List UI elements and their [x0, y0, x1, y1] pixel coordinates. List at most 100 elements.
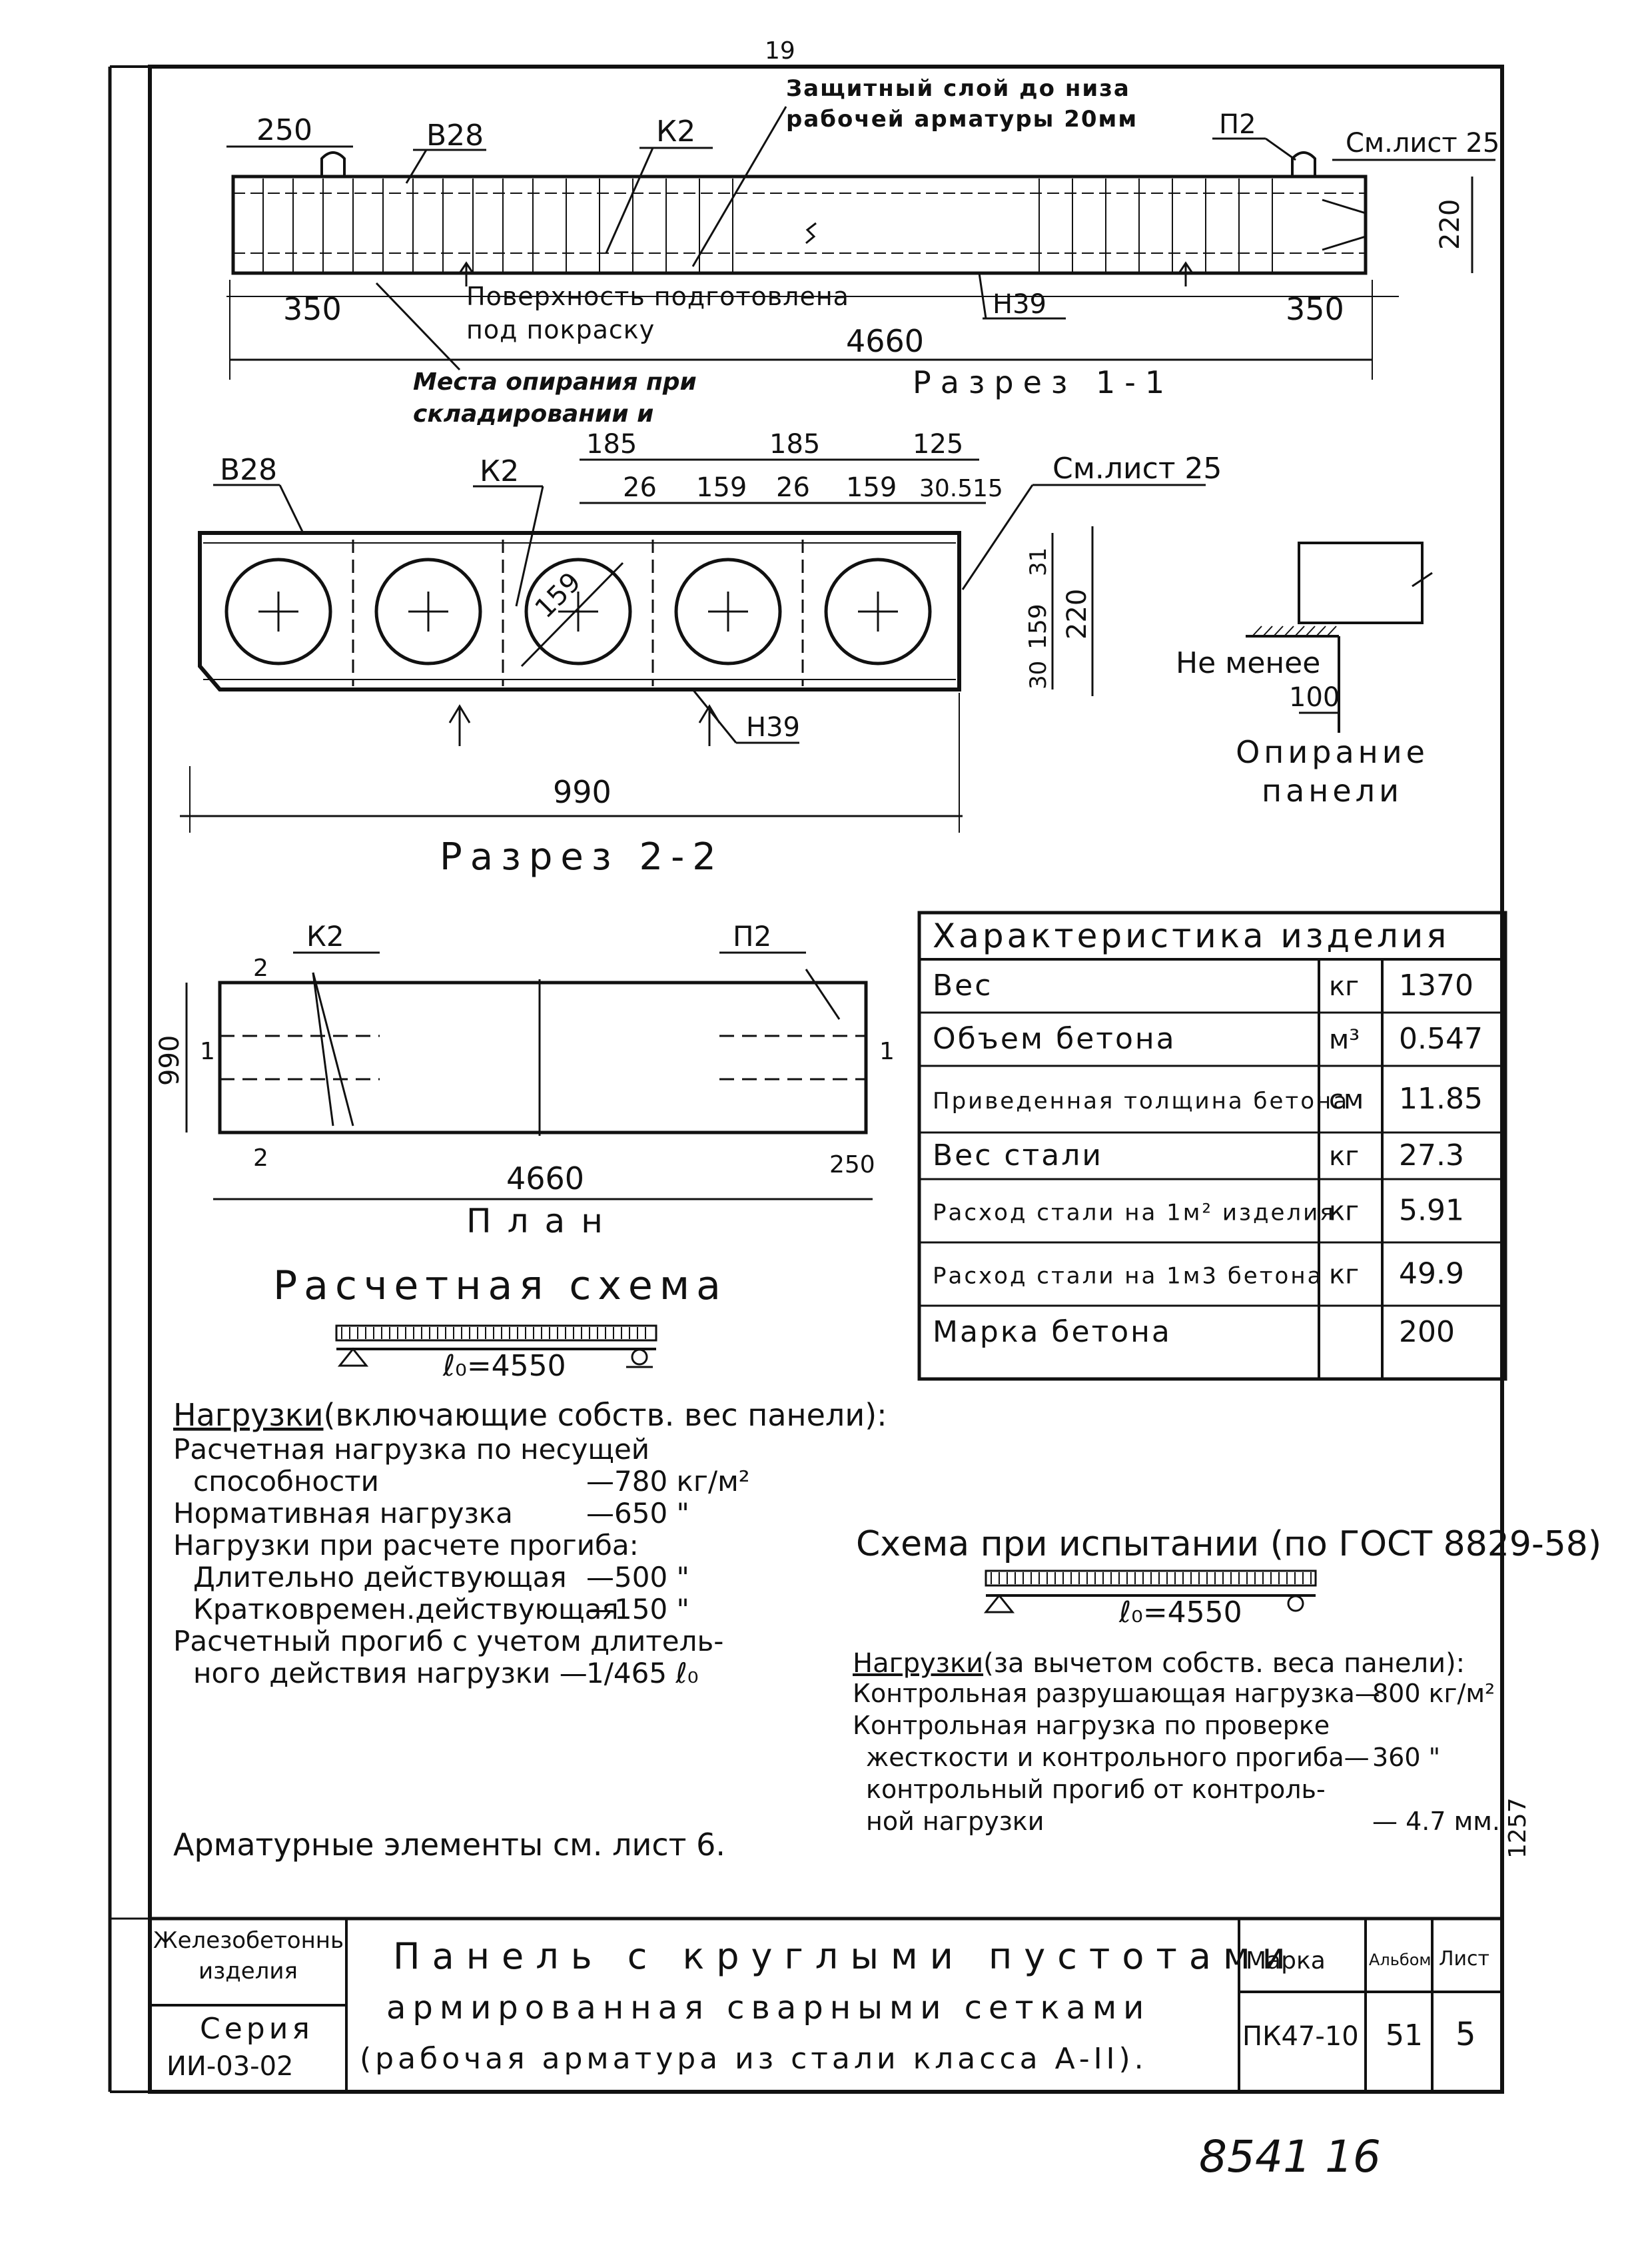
- dim-220-label: 220: [1435, 199, 1465, 250]
- sheet-frame: [148, 65, 1504, 2094]
- calc-line-value: —780 кг/м²: [586, 1465, 750, 1498]
- calc-scheme: Расчетная схема ℓ₀=4550 Нагрузки(включаю…: [173, 1262, 887, 1863]
- dim-26-a-label: 26: [623, 472, 657, 503]
- test-loads-heading: Нагрузки(за вычетом собств. веса панели)…: [853, 1648, 1465, 1679]
- cut-1-right: 1: [879, 1038, 895, 1065]
- table-row-unit: кг: [1329, 971, 1359, 1002]
- calc-load-bar: [335, 1324, 657, 1342]
- test-line-text: Контрольная разрушающая нагрузка—: [853, 1679, 1380, 1708]
- table-row-value: 200: [1399, 1315, 1455, 1349]
- calc-loads-heading: Нагрузки(включающие собств. вес панели):: [173, 1397, 887, 1433]
- leader-protective-layer: [691, 106, 787, 267]
- section-2-2: 159 185 185 125 26 159 26 159 30.5 15 В2…: [180, 429, 1222, 879]
- see-sheet-label-2: См.лист 25: [1052, 452, 1222, 486]
- section-1-1-title: Разрез 1-1: [913, 364, 1174, 400]
- dim-250-label: 250: [256, 113, 312, 147]
- table-row-unit: кг: [1329, 1196, 1359, 1227]
- table-row-value: 27.3: [1399, 1138, 1464, 1172]
- mark-k2-label-2: К2: [480, 454, 519, 488]
- calc-load-ticks: [341, 1327, 646, 1339]
- reinforcement-note: Арматурные элементы см. лист 6.: [173, 1827, 725, 1863]
- table-row-unit: см: [1329, 1085, 1364, 1115]
- calc-line-text: Длительно действующая: [193, 1561, 567, 1593]
- cut-2-bottom: 2: [253, 1144, 268, 1172]
- hatch-mark-4: [1284, 626, 1294, 637]
- dim-350-right-label: 350: [1286, 291, 1344, 327]
- section-2-2-title: Разрез 2-2: [440, 835, 724, 879]
- plan-title: План: [466, 1202, 619, 1240]
- table-row-name: Марка бетона: [933, 1315, 1172, 1349]
- dim-100-label: 100: [1289, 682, 1340, 713]
- leader-k2: [605, 147, 654, 254]
- calc-line-text: Кратковремен.действующая: [193, 1593, 619, 1625]
- leader-n39-2: [691, 689, 737, 743]
- stirrups: [262, 179, 1273, 272]
- table-row-value: 11.85: [1399, 1082, 1483, 1116]
- leader-k2-2: [515, 486, 544, 607]
- calc-support-right: [631, 1348, 648, 1366]
- dim-15-label: 15: [973, 475, 1003, 502]
- table-row-name: Расход стали на 1м² изделия: [933, 1200, 1336, 1226]
- plan-outline: [218, 981, 868, 1134]
- tb-description-1: Панель с круглыми пустотами: [393, 1935, 1298, 1977]
- see-sheet-label: См.лист 25: [1346, 128, 1499, 159]
- tb-series-label: Серия: [200, 2012, 314, 2046]
- test-support-right: [1287, 1595, 1304, 1612]
- tb-sheet-header: Лист: [1439, 1947, 1489, 1971]
- calc-load-lines: Расчетная нагрузка по несущейспособности…: [173, 1433, 750, 1689]
- table-row-value: 49.9: [1399, 1257, 1464, 1291]
- ledge-hatching: [1252, 626, 1337, 637]
- test-scheme: Схема при испытании (по ГОСТ 8829-58) ℓ₀…: [853, 1524, 1601, 1859]
- tb-category-text: Железобетонные изделия: [153, 1927, 343, 1985]
- table-row-unit: кг: [1329, 1260, 1359, 1290]
- dim-30-5-label: 30.5: [919, 475, 973, 502]
- mark-n39-label: Н39: [993, 289, 1046, 320]
- table-row-name: Объем бетона: [933, 1022, 1176, 1056]
- table-row-name: Вес стали: [933, 1138, 1103, 1172]
- dim-4660-label: 4660: [846, 323, 924, 359]
- break-mark: [805, 222, 817, 244]
- test-line-text: ной нагрузки: [866, 1807, 1044, 1836]
- table-row-unit: кг: [1329, 1141, 1359, 1172]
- hatch-mark-7: [1316, 626, 1326, 637]
- test-support-left: [983, 1593, 1015, 1613]
- table-row-name: Расход стали на 1м3 бетона: [933, 1263, 1323, 1290]
- side-note: 1257: [1504, 1797, 1531, 1859]
- tb-mark-value: ПК47-10: [1242, 2021, 1359, 2052]
- test-load-bar: [985, 1570, 1317, 1587]
- calc-loads-heading-rest: (включающие собств. вес панели):: [324, 1397, 887, 1433]
- calc-line-text: ного действия нагрузки —: [193, 1657, 588, 1689]
- page-number: 19: [765, 37, 795, 65]
- support-caption-text: Опирание панели: [1236, 734, 1429, 809]
- leader-v28-2: [278, 484, 304, 534]
- calc-line-text: Нормативная нагрузка: [173, 1497, 513, 1530]
- void-2: [374, 558, 482, 666]
- plan-dim-4660: 4660: [506, 1160, 584, 1196]
- calc-line-value: —500 ": [586, 1561, 689, 1593]
- leader-plan-k2-b: [312, 972, 354, 1126]
- support-note-text: Места опирания при складировании и транс…: [413, 368, 697, 440]
- hatch-mark-6: [1305, 626, 1316, 637]
- support-arrow-left-2: [448, 704, 471, 746]
- void-4: [674, 558, 782, 666]
- test-span-label: ℓ₀=4550: [1118, 1595, 1242, 1629]
- tb-description-3: (рабочая арматура из стали класса А-II).: [360, 2042, 1148, 2076]
- dim-30-label: 30: [1025, 661, 1052, 689]
- table-row-name: Приведенная толщина бетона: [933, 1088, 1349, 1115]
- hatch-mark-8: [1326, 626, 1337, 637]
- plan-mark-p2: П2: [733, 920, 771, 953]
- mark-n39-label-2: Н39: [746, 712, 800, 743]
- support-arrow-right-2: [698, 704, 721, 746]
- mark-k2-label: К2: [656, 115, 695, 149]
- lifting-loop-right: [1291, 151, 1316, 177]
- section-1-1-outline: [231, 175, 1368, 275]
- test-line-text: жесткости и контрольного прогиба—: [866, 1743, 1370, 1772]
- support-note: Места опирания при складировании и транс…: [413, 368, 697, 440]
- surface-note-text: Поверхность подготовлена под покраску: [466, 282, 849, 344]
- support-arrow-left: [458, 261, 474, 286]
- hatch-mark-5: [1294, 626, 1305, 637]
- calc-loads-heading-word: Нагрузки: [173, 1397, 324, 1433]
- test-line-text: контрольный прогиб от контроль-: [866, 1775, 1326, 1804]
- table-row-rules: [919, 1011, 1505, 1307]
